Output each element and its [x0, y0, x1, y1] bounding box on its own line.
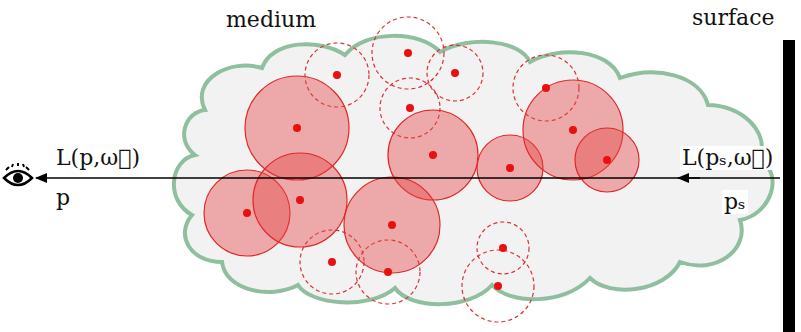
- view-ray: [36, 177, 780, 179]
- dashed-spheres: [300, 17, 579, 322]
- eye-icon: [4, 163, 32, 185]
- sphere-centers: [243, 49, 611, 290]
- radiance-label: L(pₛ,ω⃗): [680, 146, 775, 170]
- region-label: surface: [692, 6, 775, 30]
- region-label: medium: [226, 8, 316, 32]
- ray-mid-arrow: [678, 177, 700, 179]
- radiance-label: L(p,ω⃗): [56, 146, 140, 170]
- point-label: pₛ: [722, 190, 748, 214]
- surface-bar: [783, 40, 795, 332]
- point-label: p: [56, 186, 70, 210]
- solid-spheres: [204, 76, 639, 273]
